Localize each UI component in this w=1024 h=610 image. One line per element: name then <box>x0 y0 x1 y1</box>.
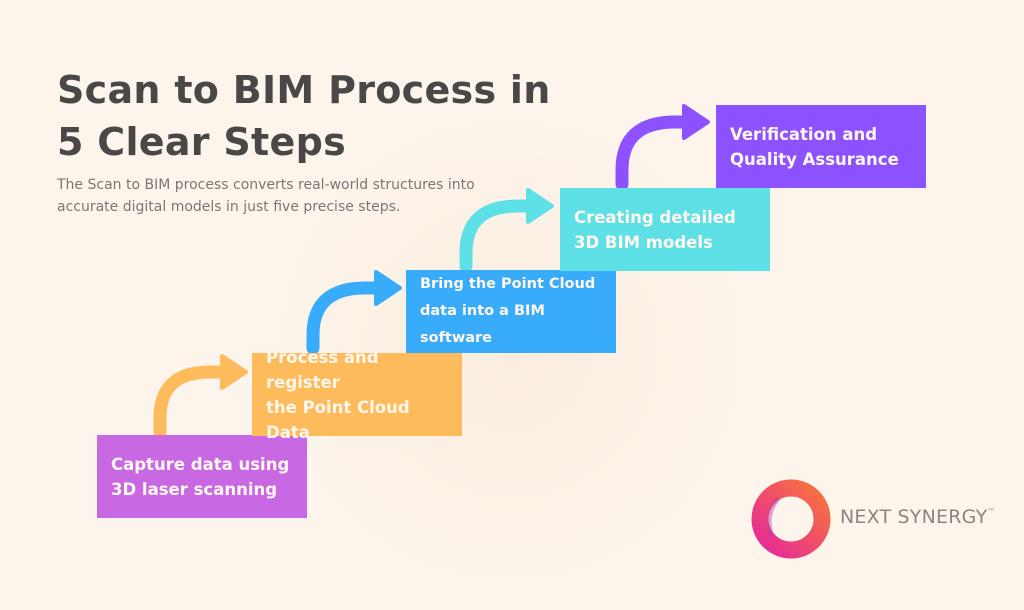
arrow-3-icon <box>459 188 554 273</box>
step-1-box: Capture data using 3D laser scanning <box>97 435 307 518</box>
step-1-line-2: 3D laser scanning <box>111 479 278 499</box>
step-5-line-2: Quality Assurance <box>730 149 899 169</box>
arrow-4-icon <box>615 104 710 191</box>
page-subtitle: The Scan to BIM process converts real-wo… <box>57 177 475 215</box>
brand-name-text: NEXT SYNERGY <box>840 506 988 528</box>
brand-name: NEXT SYNERGY™ <box>840 506 996 528</box>
title-line-1: Scan to BIM Process in <box>57 68 551 112</box>
page-title: Scan to BIM Process in 5 Clear Steps <box>57 64 551 168</box>
step-4-box: Creating detailed 3D BIM models <box>560 188 770 271</box>
step-5-line-1: Verification and <box>730 124 878 144</box>
step-arrows <box>153 104 710 439</box>
step-1-line-1: Capture data using <box>111 454 290 474</box>
step-2-box: Process and register the Point Cloud Data <box>252 348 462 442</box>
step-4-line-2: 3D BIM models <box>574 232 713 252</box>
title-line-2: 5 Clear Steps <box>57 120 346 164</box>
arrow-2-icon <box>306 270 402 355</box>
step-3-box: Bring the Point Cloud data into a BIM sof… <box>406 270 616 353</box>
step-2-line-2: the Point Cloud Data <box>266 397 410 442</box>
arrow-1-icon <box>153 354 248 439</box>
trademark-symbol: ™ <box>987 507 996 516</box>
next-synergy-logo-icon <box>751 479 831 559</box>
step-3-line-1: Bring the Point Cloud <box>420 276 596 292</box>
step-4-line-1: Creating detailed <box>574 207 736 227</box>
step-3-line-2: data into a BIM software <box>420 303 545 346</box>
step-2-line-1: Process and register <box>266 347 379 392</box>
